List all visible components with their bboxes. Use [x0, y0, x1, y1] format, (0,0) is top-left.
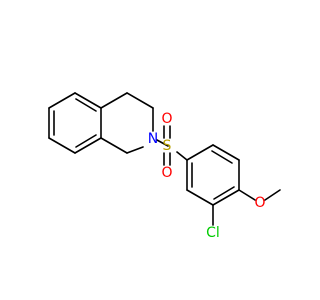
double-bond-inner — [211, 150, 233, 164]
atom-label-methoxy-oxygen: O — [254, 195, 265, 211]
bond — [212, 189, 240, 206]
atom-label-sulfur: S — [163, 138, 172, 154]
bond — [48, 137, 76, 154]
saturated-ring — [100, 92, 154, 154]
bond-s-aryl — [176, 151, 188, 161]
benzene-ring-left — [48, 92, 102, 154]
benzene-ring-right — [186, 144, 240, 206]
bond — [48, 92, 76, 109]
bond — [100, 137, 128, 154]
atom-label-sulfonyl-oxygen-top: O — [161, 111, 172, 127]
double-bond-inner — [75, 98, 97, 112]
bond — [74, 92, 102, 109]
atom-label-chlorine: Cl — [206, 225, 220, 241]
bond — [186, 189, 214, 206]
bond — [100, 92, 128, 109]
bond — [186, 144, 214, 161]
double-bond-inner — [75, 134, 97, 148]
atom-label-nitrogen: N — [148, 131, 158, 147]
bond — [126, 92, 154, 109]
atom-label-sulfonyl-oxygen-bottom: O — [161, 165, 172, 181]
bond — [212, 144, 240, 161]
bond — [74, 137, 102, 154]
bond-o-methyl — [264, 189, 281, 201]
sulfonyl-oxygen-bonds — [163, 125, 171, 166]
double-bond-inner — [213, 186, 235, 200]
bond-n-s — [156, 139, 169, 147]
bond — [126, 146, 144, 154]
molecule-structure-drawing: N S O O O Cl — [48, 92, 281, 241]
bond-aryl-o — [238, 189, 256, 201]
